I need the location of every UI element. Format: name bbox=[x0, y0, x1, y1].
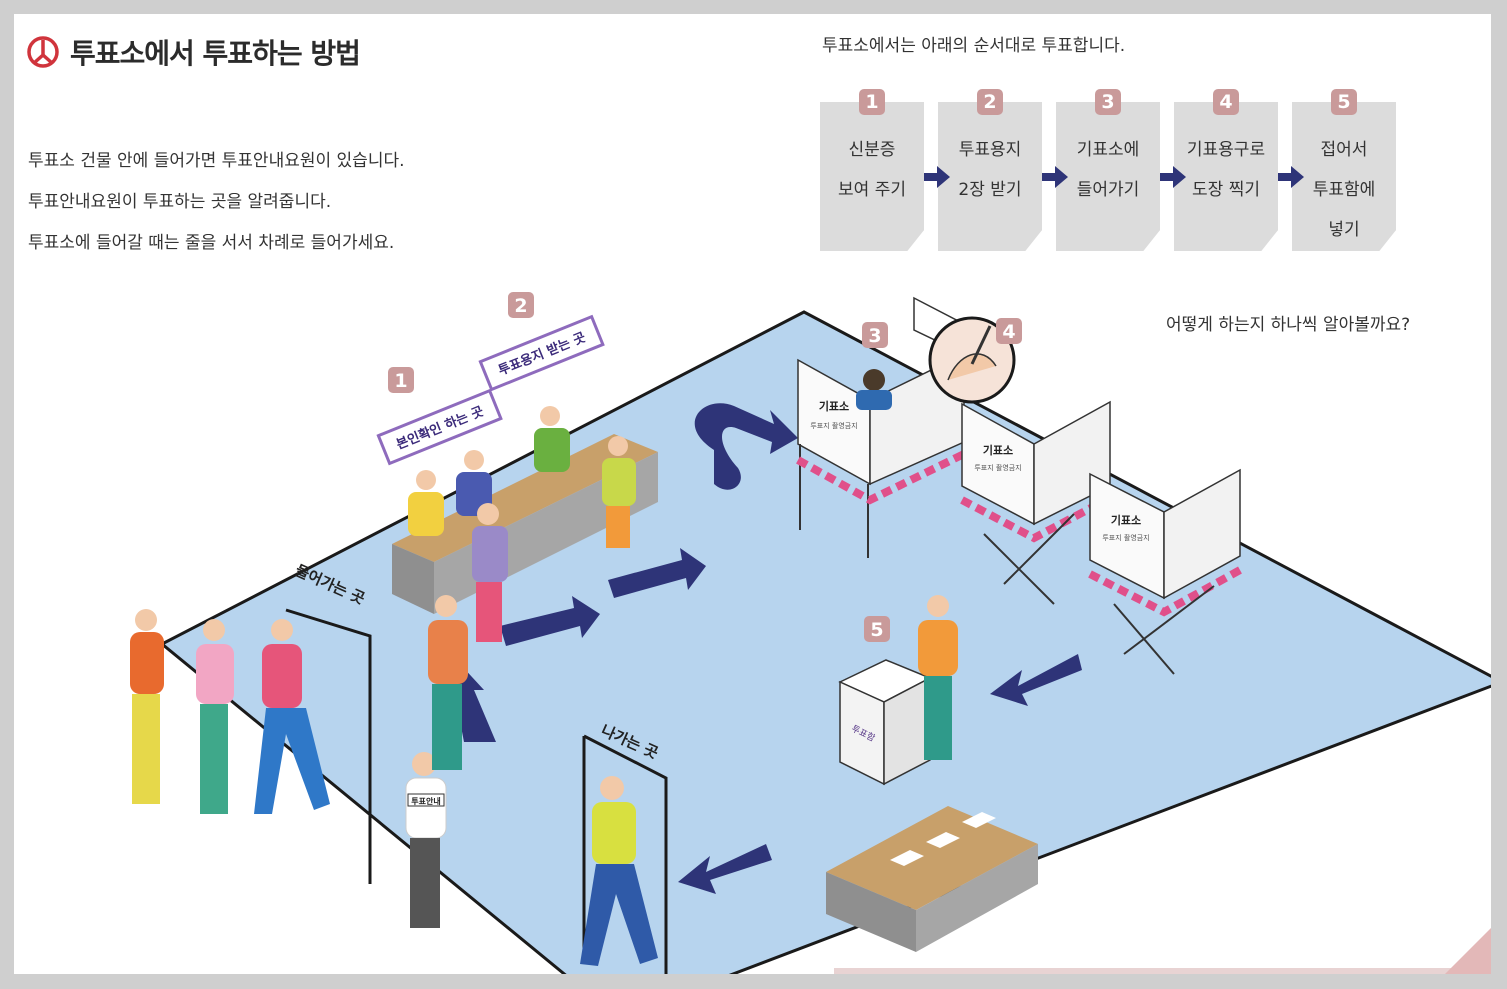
step-text-line: 들어가기 bbox=[1076, 180, 1140, 200]
arrow-right-icon bbox=[1042, 166, 1068, 188]
observer-desk bbox=[826, 806, 1038, 952]
scene-badge: 3 bbox=[868, 325, 881, 347]
booth-sublabel: 투표지 촬영금지 bbox=[974, 463, 1021, 472]
person bbox=[428, 595, 468, 770]
person bbox=[534, 406, 570, 472]
booth-label: 기표소 bbox=[983, 443, 1013, 457]
intro-line: 투표소에 들어갈 때는 줄을 서서 차례로 들어가세요. bbox=[28, 233, 395, 253]
person bbox=[602, 436, 636, 548]
step-text-line: 투표함에 bbox=[1312, 180, 1376, 200]
arrow-icon bbox=[990, 654, 1082, 706]
person bbox=[856, 369, 892, 410]
step-number-badge: 1 bbox=[859, 89, 885, 115]
arrow-right-icon bbox=[1278, 166, 1304, 188]
ballot-mark-icon bbox=[27, 36, 59, 68]
scene-number-badges: 1 2 3 4 5 bbox=[388, 292, 1022, 642]
steps-caption: 투표소에서는 아래의 순서대로 투표합니다. bbox=[822, 36, 1126, 56]
intro-line: 투표안내요원이 투표하는 곳을 알려줍니다. bbox=[28, 192, 332, 212]
intro-text: 투표소 건물 안에 들어가면 투표안내요원이 있습니다. 투표안내요원이 투표하… bbox=[28, 150, 405, 273]
step-card-3: 기표소에 들어가기 bbox=[1056, 102, 1160, 251]
step-text-line: 신분증 bbox=[848, 140, 896, 160]
scene-badge: 1 bbox=[394, 370, 407, 392]
step-card-2: 투표용지 2장 받기 bbox=[938, 102, 1042, 251]
person bbox=[130, 609, 164, 804]
floor bbox=[159, 310, 1491, 974]
voting-booth: 기표소 투표지 촬영금지 bbox=[1088, 468, 1242, 675]
ballot-box: 투표함 bbox=[838, 659, 932, 786]
step-text-line: 넣기 bbox=[1328, 220, 1360, 240]
arrow-icon bbox=[694, 403, 798, 490]
polling-station-illustration: 들어가는 곳 나가는 곳 본인확인 하는 곳 투표용지 받는 곳 기표소 투표지… bbox=[130, 292, 1491, 974]
page: 투표소에서 투표하는 방법 투표소 건물 안에 들어가면 투표안내요원이 있습니… bbox=[14, 14, 1491, 974]
step-text-line: 접어서 bbox=[1320, 140, 1368, 160]
booth-label: 기표소 bbox=[819, 399, 849, 413]
person bbox=[408, 470, 444, 536]
step-number-badge: 5 bbox=[1331, 89, 1357, 115]
step-number-badge: 2 bbox=[977, 89, 1003, 115]
booth-label: 기표소 bbox=[1111, 513, 1141, 527]
step-card-5: 접어서 투표함에 넣기 bbox=[1292, 102, 1396, 251]
step-number-badge: 4 bbox=[1213, 89, 1239, 115]
person bbox=[196, 619, 234, 814]
step-text-line: 기표소에 bbox=[1076, 140, 1140, 160]
intro-line: 투표소 건물 안에 들어가면 투표안내요원이 있습니다. bbox=[28, 151, 405, 171]
people: 투표안내 bbox=[130, 369, 958, 966]
entrance-door bbox=[285, 608, 372, 884]
step-card-4: 기표용구로 도장 찍기 bbox=[1174, 102, 1278, 251]
step-number-badge: 3 bbox=[1095, 89, 1121, 115]
exit-door bbox=[583, 734, 668, 974]
page-corner-decoration bbox=[1445, 928, 1491, 974]
arrow-icon bbox=[678, 844, 772, 894]
step-text-line: 보여 주기 bbox=[838, 180, 906, 200]
step-text-line: 2장 받기 bbox=[958, 180, 1022, 200]
step-text-line: 도장 찍기 bbox=[1192, 180, 1260, 200]
person bbox=[472, 503, 508, 642]
person-guide: 투표안내 bbox=[405, 752, 447, 928]
arrow-icon bbox=[608, 548, 706, 598]
booth-sublabel: 투표지 촬영금지 bbox=[810, 421, 857, 430]
guide-badge: 투표안내 bbox=[411, 796, 440, 806]
person bbox=[254, 619, 330, 814]
step-text-line: 기표용구로 bbox=[1186, 140, 1266, 160]
flow-arrows bbox=[444, 403, 1082, 894]
step-text-line: 투표용지 bbox=[958, 140, 1022, 160]
step-card-1: 신분증 보여 주기 bbox=[820, 102, 924, 251]
page-title: 투표소에서 투표하는 방법 bbox=[70, 37, 361, 70]
bottom-decoration bbox=[834, 968, 1491, 974]
scene-badge: 2 bbox=[514, 295, 527, 317]
title-bar: 투표소에서 투표하는 방법 bbox=[26, 32, 361, 72]
person bbox=[580, 776, 658, 966]
booth-sublabel: 투표지 촬영금지 bbox=[1102, 533, 1149, 542]
sign-ballot-pickup: 투표용지 받는 곳 bbox=[478, 314, 605, 392]
sign-id-check: 본인확인 하는 곳 bbox=[376, 388, 503, 466]
arrow-right-icon bbox=[1160, 166, 1186, 188]
question-text: 어떻게 하는지 하나씩 알아볼까요? bbox=[1166, 315, 1411, 335]
arrow-right-icon bbox=[924, 166, 950, 188]
scene-badge: 4 bbox=[1002, 321, 1015, 343]
person bbox=[918, 595, 958, 760]
arrow-icon bbox=[500, 596, 600, 646]
scene-badge: 5 bbox=[870, 619, 883, 641]
